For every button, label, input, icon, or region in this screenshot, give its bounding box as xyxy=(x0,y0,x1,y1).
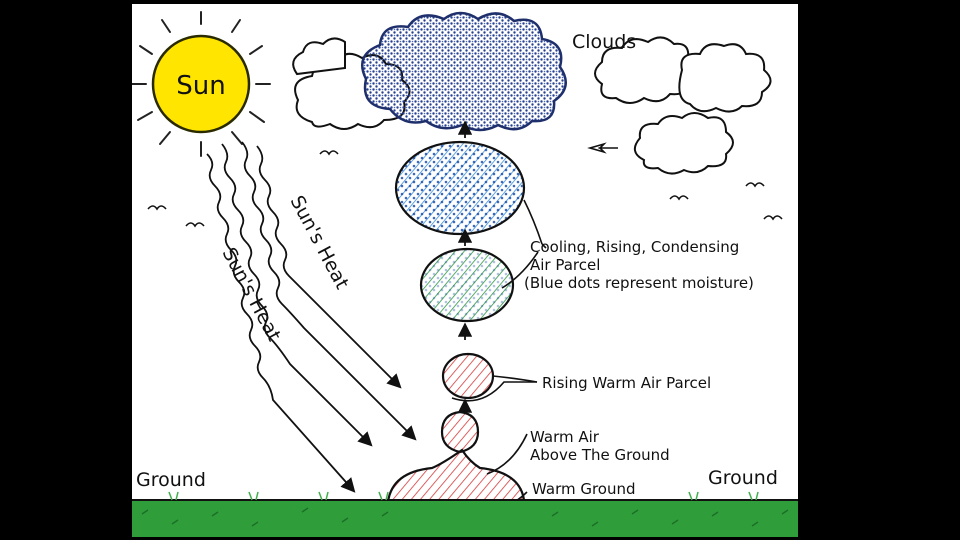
warm-air-bulb xyxy=(440,410,480,454)
ground-label-right: Ground xyxy=(708,467,778,489)
birds xyxy=(147,142,783,228)
cooling-air-parcel xyxy=(419,247,515,323)
suns-heat-label-right: Sun's Heat xyxy=(286,192,353,293)
condensed-cloud: Clouds xyxy=(361,11,636,132)
cooling-label-line2: Air Parcel xyxy=(530,256,600,274)
rising-warm-air-label: Rising Warm Air Parcel xyxy=(542,374,711,392)
water-cycle-diagram: Sun Sun's Heat Sun's Heat xyxy=(132,4,798,537)
warm-ground-label: Warm Ground xyxy=(532,480,636,498)
warm-air-label-line1: Warm Air xyxy=(530,428,600,446)
ground-label-left: Ground xyxy=(136,469,206,491)
moist-air-parcel xyxy=(394,140,526,236)
sun: Sun xyxy=(132,11,271,157)
ground: Ground Ground xyxy=(132,467,798,537)
cooling-label-line3: (Blue dots represent moisture) xyxy=(524,274,754,292)
rising-warm-air-parcel xyxy=(441,352,495,400)
sun-heat-waves xyxy=(206,141,417,493)
clouds-label: Clouds xyxy=(572,31,636,53)
warm-air-label-line2: Above The Ground xyxy=(530,446,670,464)
cooling-label-line1: Cooling, Rising, Condensing xyxy=(530,238,739,256)
parcel-labels: Cooling, Rising, Condensing Air Parcel (… xyxy=(524,238,754,498)
sun-label: Sun xyxy=(176,71,225,101)
